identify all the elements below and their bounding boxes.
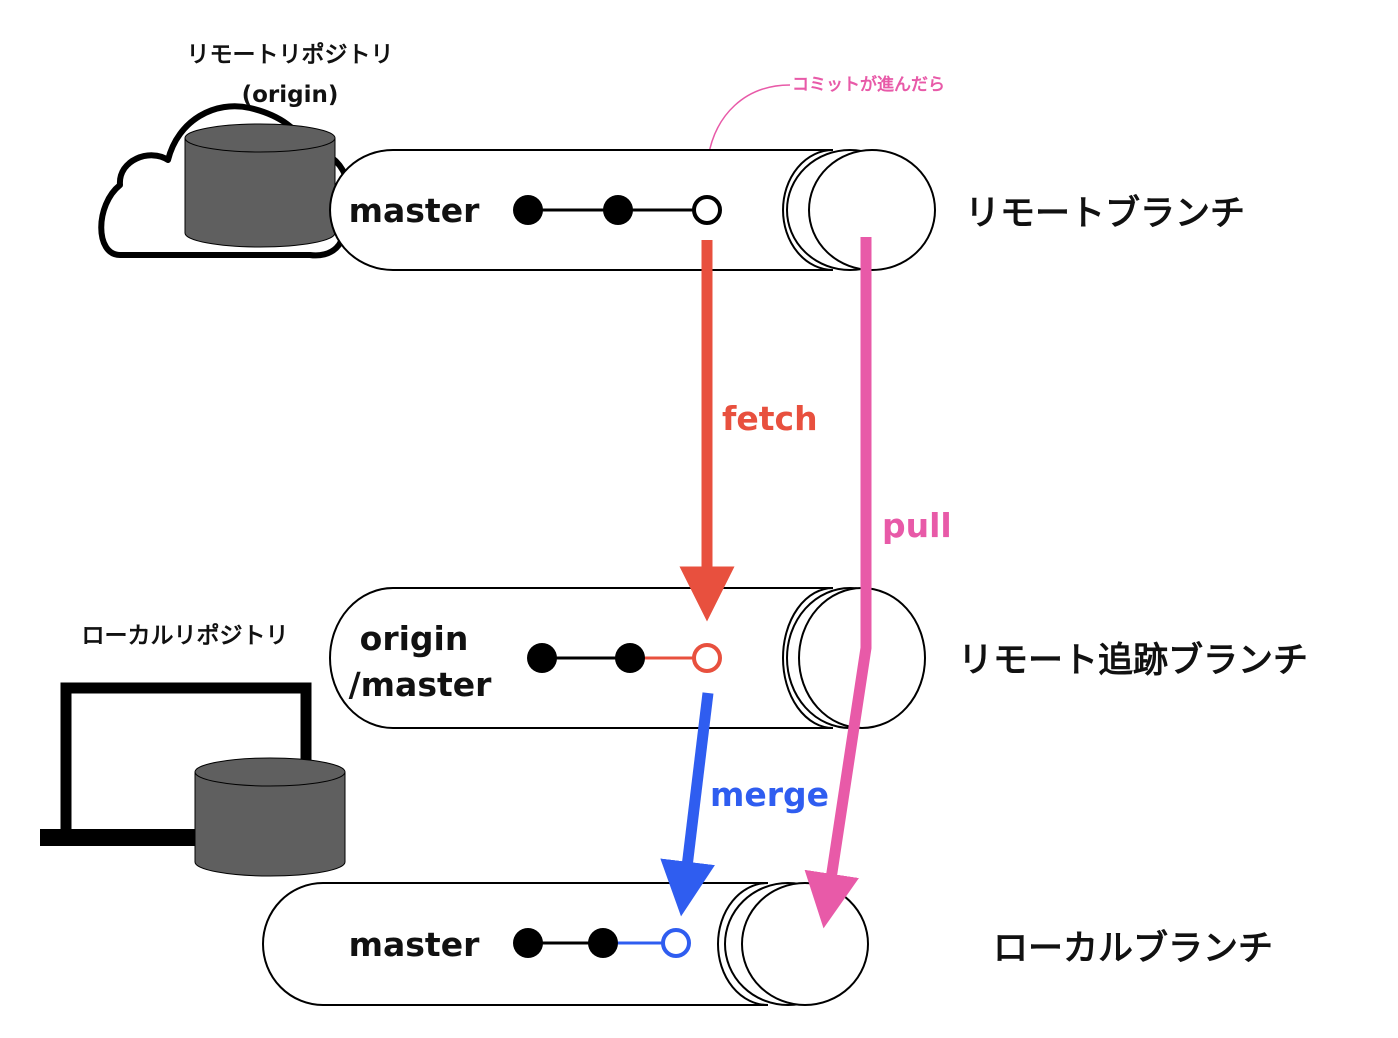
new-commit-node [692, 195, 722, 225]
local-repo-title: ローカルリポジトリ [82, 622, 289, 649]
remote-database-icon [184, 123, 336, 248]
local-branch-name: master [349, 925, 480, 964]
local-branch-label: ローカルブランチ [993, 928, 1273, 969]
remote-repo-title: リモートリポジトリ [187, 41, 394, 68]
commit-node [527, 643, 557, 673]
local-commit-graph [513, 928, 691, 958]
commit-node [603, 195, 633, 225]
fetch-label: fetch [722, 399, 818, 438]
remote-repo-subtitle: (origin) [242, 82, 339, 108]
fetched-commit-node [692, 643, 722, 673]
tracking-commit-graph [527, 643, 722, 673]
remote-branch-label: リモートブランチ [965, 193, 1245, 234]
merge-arrow [660, 692, 715, 917]
commit-node [588, 928, 618, 958]
remote-branch-name: master [349, 191, 480, 230]
commit-node [513, 195, 543, 225]
merge-label: merge [710, 775, 829, 814]
annotation-leader [707, 84, 791, 159]
merged-commit-node [661, 928, 691, 958]
tracking-branch-name-line1: origin [360, 619, 469, 658]
annotation-label: コミットが進んだら [792, 74, 945, 95]
tracking-branch-name-line2: /master [349, 665, 493, 704]
local-database-icon [194, 757, 346, 877]
pull-arrow [804, 237, 872, 929]
commit-node [615, 643, 645, 673]
tracking-branch-label: リモート追跡ブランチ [958, 640, 1308, 681]
remote-commit-graph [513, 195, 722, 225]
pull-label: pull [882, 506, 952, 545]
commit-node [513, 928, 543, 958]
